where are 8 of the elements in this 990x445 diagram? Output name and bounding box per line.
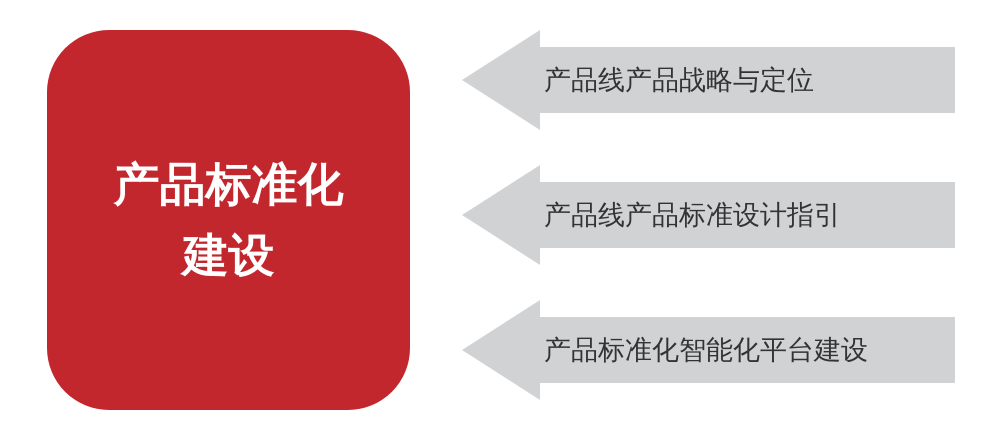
- arrow-label: 产品线产品标准设计指引: [544, 199, 841, 233]
- left-arrow-shape: [462, 300, 955, 400]
- left-arrow-shape: [462, 30, 955, 130]
- rounded-box: [47, 30, 410, 410]
- left-arrow-shape: [462, 165, 955, 265]
- arrow-label: 产品线产品战略与定位: [544, 64, 814, 98]
- box-title: 产品标准化建设: [114, 156, 344, 284]
- arrow-label: 产品标准化智能化平台建设: [544, 334, 868, 368]
